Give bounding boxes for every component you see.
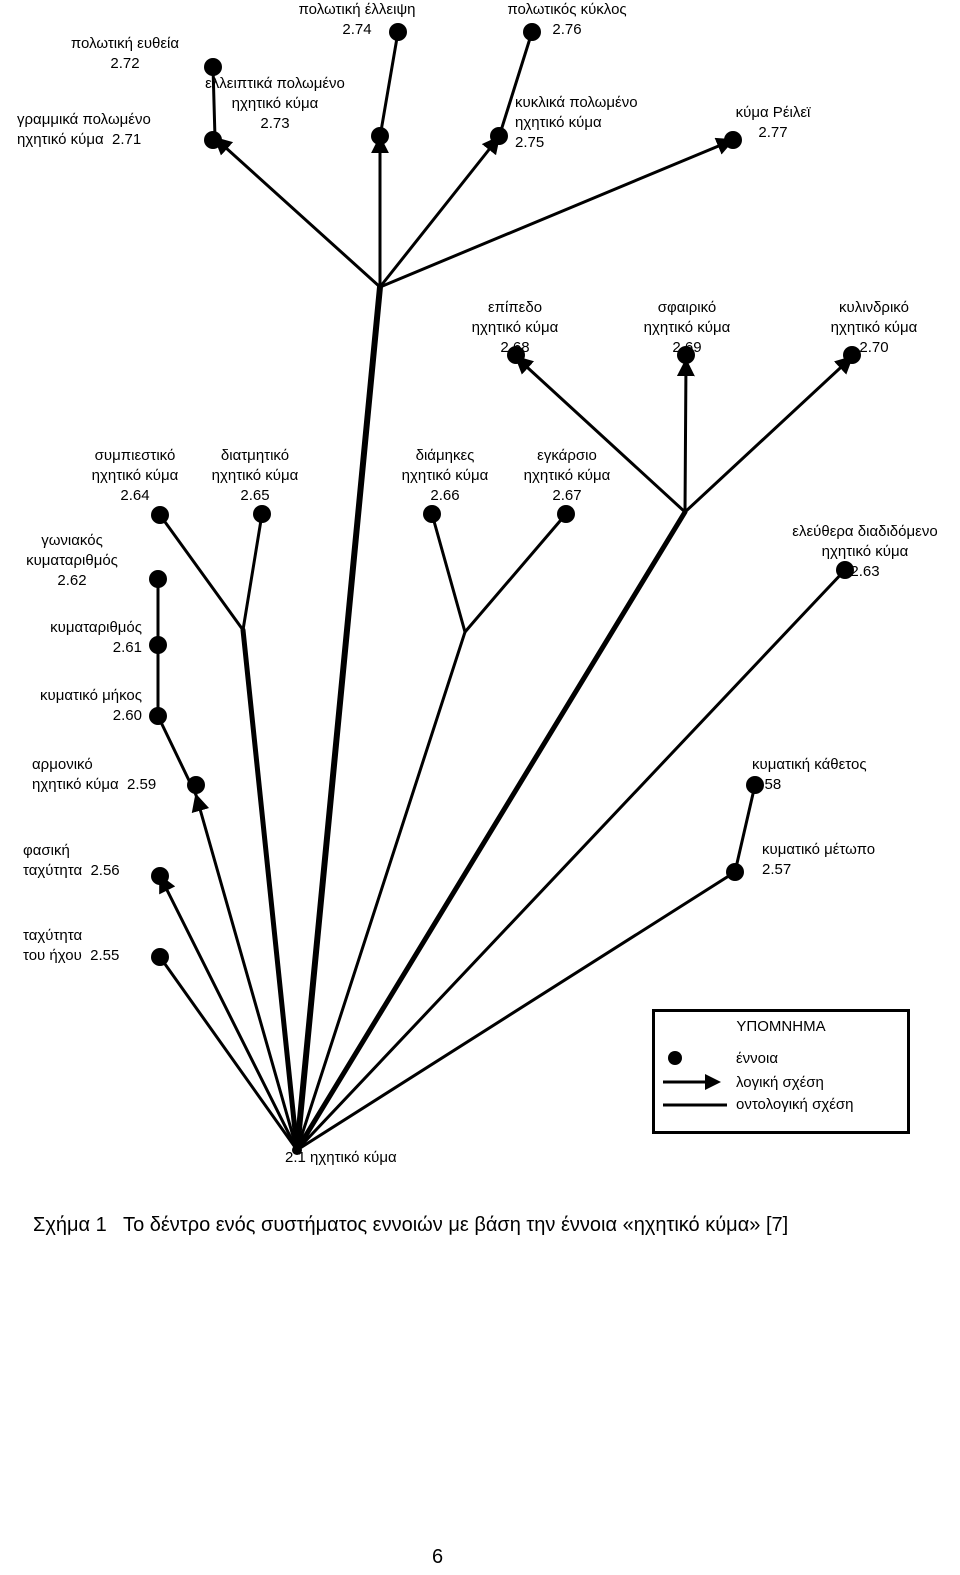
link-2-64: [158, 513, 245, 632]
label-2-68: επίπεδο ηχητικό κύμα 2.68: [471, 299, 559, 356]
label-2-66: διάμηκες ηχητικό κύμα 2.66: [401, 447, 489, 504]
node-2-69: [677, 346, 695, 364]
legend-concept-label: έννοια: [736, 1050, 779, 1067]
legend: ΥΠΟΜΝΗΜΑ έννοια λογική σχέση οντολογική …: [652, 1009, 910, 1134]
node-2-63: [836, 561, 854, 579]
link-2-71: [213, 136, 382, 289]
node-2-55: [151, 948, 169, 966]
link-2-56: [158, 874, 299, 1152]
page-number: 6: [431, 1546, 444, 1568]
link-2-65: [241, 512, 264, 632]
link-2-75: [378, 135, 501, 289]
node-2-61: [149, 636, 167, 654]
legend-title: ΥΠΟΜΝΗΜΑ: [736, 1018, 826, 1035]
node-2-66: [423, 505, 441, 523]
link-2-58: [733, 783, 757, 874]
label-2-72: πολωτική ευθεία 2.72: [70, 35, 180, 72]
node-2-67: [557, 505, 575, 523]
label-2-77: κύμα Ρέιλεϊ 2.77: [735, 104, 811, 141]
node-2-1: [292, 1145, 302, 1155]
link-2-70: [683, 355, 854, 514]
node-2-62: [149, 570, 167, 588]
node-2-58: [746, 776, 764, 794]
link-2-75-2-76: [497, 30, 534, 139]
node-2-76: [523, 23, 541, 41]
link-2-63: [295, 568, 847, 1152]
node-2-59: [187, 776, 205, 794]
trunk-left: [240, 627, 300, 1153]
label-2-63: ελεύθερα διαδιδόμενο ηχητικό κύμα 2.63: [792, 523, 938, 580]
link-2-57: [295, 870, 737, 1152]
node-2-72: [204, 58, 222, 76]
link-2-73-2-74: [378, 30, 400, 139]
legend-arrow-head-icon: [705, 1074, 721, 1090]
link-2-66: [430, 512, 467, 634]
node-2-65: [253, 505, 271, 523]
label-2-73: ελλειπτικά πολωμένο ηχητικό κύμα 2.73: [205, 75, 345, 132]
node-2-60: [149, 707, 167, 725]
label-2-59: αρμονικό ηχητικό κύμα 2.59: [32, 756, 157, 793]
label-2-69: σφαιρικό ηχητικό κύμα 2.69: [643, 299, 731, 356]
link-2-69: [676, 358, 695, 514]
label-2-71: γραμμικά πολωμένο ηχητικό κύμα 2.71: [17, 111, 151, 148]
label-2-62: γωνιακός κυματαριθμός 2.62: [26, 532, 118, 589]
label-2-67: εγκάρσιο ηχητικό κύμα 2.67: [523, 447, 611, 504]
label-2-58: κυματική κάθετος 2.58: [752, 756, 867, 793]
legend-concept-dot-icon: [668, 1051, 682, 1065]
label-2-56: φασική ταχύτητα 2.56: [23, 842, 120, 879]
label-2-65: διατμητικό ηχητικό κύμα 2.65: [211, 447, 299, 504]
link-2-71-2-72: [211, 65, 217, 140]
node-2-75: [490, 127, 508, 145]
node-2-64: [151, 506, 169, 524]
legend-logical-label: λογική σχέση: [736, 1074, 824, 1091]
label-2-61: κυματαριθμός 2.61: [50, 619, 142, 656]
label-2-60: κυματικό μήκος 2.60: [40, 687, 142, 724]
legend-ontological-label: οντολογική σχέση: [736, 1096, 854, 1113]
label-2-55: ταχύτητα του ήχου 2.55: [23, 927, 120, 964]
figure-caption: Σχήμα 1 Το δέντρο ενός συστήματος εννοιώ…: [33, 1214, 789, 1236]
node-2-57: [726, 863, 744, 881]
label-2-57: κυματικό μέτωπο 2.57: [762, 841, 876, 878]
link-2-59: [191, 793, 299, 1152]
node-2-68: [507, 346, 525, 364]
label-2-1: 2.1 ηχητικό κύμα: [285, 1149, 397, 1166]
node-2-70: [843, 346, 861, 364]
trunk-right: [294, 509, 688, 1153]
label-2-64: συμπιεστικό ηχητικό κύμα 2.64: [91, 447, 179, 504]
link-2-67: [463, 512, 568, 634]
label-2-75: κυκλικά πολωμένο ηχητικό κύμα 2.75: [515, 94, 638, 151]
link-2-68: [514, 355, 687, 514]
label-2-74: πολωτική έλλειψη 2.74: [298, 1, 416, 38]
link-2-55: [158, 955, 299, 1152]
node-2-71: [204, 131, 222, 149]
link-2-77: [378, 137, 735, 289]
node-2-73: [371, 127, 389, 145]
node-2-56: [151, 867, 169, 885]
node-2-74: [389, 23, 407, 41]
link-2-66-67: [295, 630, 467, 1152]
label-2-76: πολωτικός κύκλος 2.76: [507, 1, 627, 38]
legend-symbols: [663, 1051, 727, 1107]
node-2-77: [724, 131, 742, 149]
trunk-top: [294, 284, 383, 1153]
label-2-70: κυλινδρικό ηχητικό κύμα 2.70: [830, 299, 918, 356]
